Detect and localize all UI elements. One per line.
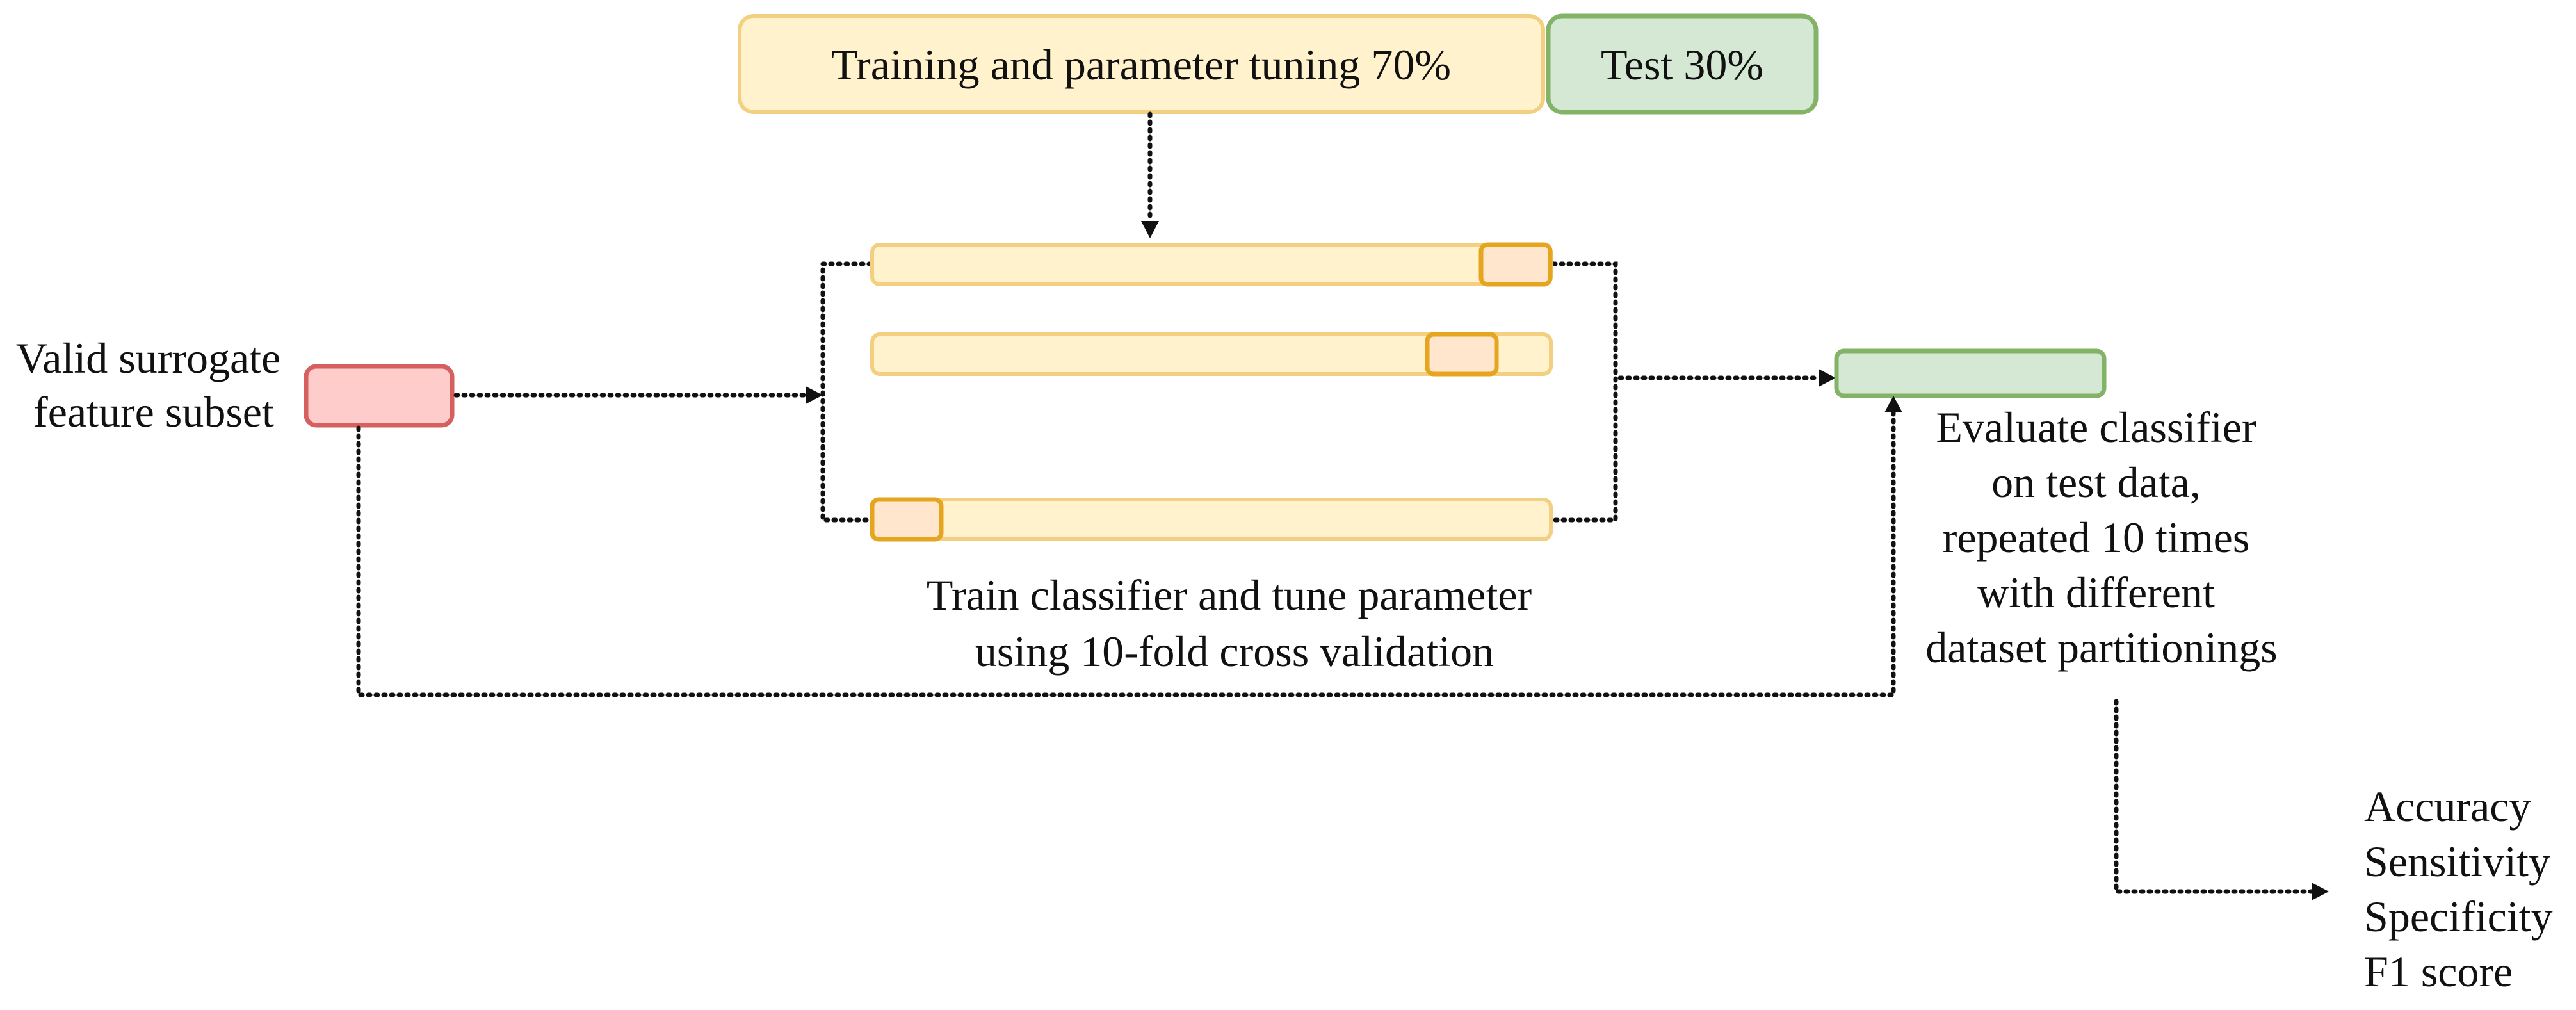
metric-item: F1 score (2364, 947, 2513, 996)
cv-caption-line: Train classifier and tune parameter (927, 571, 1532, 619)
evaluate-caption: Evaluate classifier on test data, repeat… (1925, 403, 2278, 672)
metrics-list: Accuracy Sensitivity Specificity F1 scor… (2364, 782, 2564, 996)
feature-subset-input: Valid surrogate feature subset (16, 334, 455, 436)
cv-folds (870, 242, 1553, 542)
fold-10-train-bar (870, 498, 1553, 541)
metric-item: Accuracy (2364, 782, 2531, 831)
training-split-label: Training and parameter tuning 70% (831, 40, 1451, 89)
arrow-evaluate-to-metrics (2114, 699, 2314, 894)
evaluate-test-box (1834, 348, 2107, 398)
arrow-features-to-evaluate-head (1884, 396, 1902, 412)
fold-2-train-bar (870, 332, 1553, 376)
test-split-box (1546, 13, 1819, 115)
test-split-label: Test 30% (1601, 40, 1763, 89)
metric-item: Specificity (2364, 892, 2553, 941)
training-split-box (738, 14, 1545, 114)
cv-bracket-left (820, 261, 873, 523)
arrow-features-to-cv-head (806, 386, 823, 404)
fold-1-validation-segment (1478, 242, 1553, 287)
evaluate-caption-line: repeated 10 times (1943, 513, 2250, 562)
evaluate-caption-line: dataset partitionings (1925, 623, 2278, 672)
feature-subset-box (304, 364, 455, 428)
fold-10-validation-segment (870, 497, 944, 542)
evaluate-caption-line: with different (1977, 568, 2215, 617)
cv-bracket-right (1551, 261, 1618, 523)
arrow-split-to-cv-head (1141, 221, 1159, 238)
feature-subset-label-line: feature subset (33, 387, 274, 436)
fold-2-validation-segment (1425, 332, 1499, 377)
fold-1-train-bar (870, 243, 1553, 286)
data-split: Training and parameter tuning 70% Test 3… (738, 13, 1819, 115)
metric-item: Sensitivity (2364, 837, 2550, 886)
cv-caption-line: using 10-fold cross validation (975, 627, 1494, 676)
feature-subset-label: Valid surrogate feature subset (16, 334, 292, 436)
evaluate-caption-line: Evaluate classifier (1936, 403, 2256, 452)
cv-caption: Train classifier and tune parameter usin… (927, 571, 1543, 676)
feature-subset-label-line: Valid surrogate (16, 334, 281, 382)
arrow-cv-to-evaluate-head (1819, 369, 1836, 387)
evaluate-caption-line: on test data, (1991, 458, 2201, 507)
arrow-features-to-evaluate (356, 407, 1896, 697)
arrow-evaluate-to-metrics-head (2312, 883, 2329, 900)
